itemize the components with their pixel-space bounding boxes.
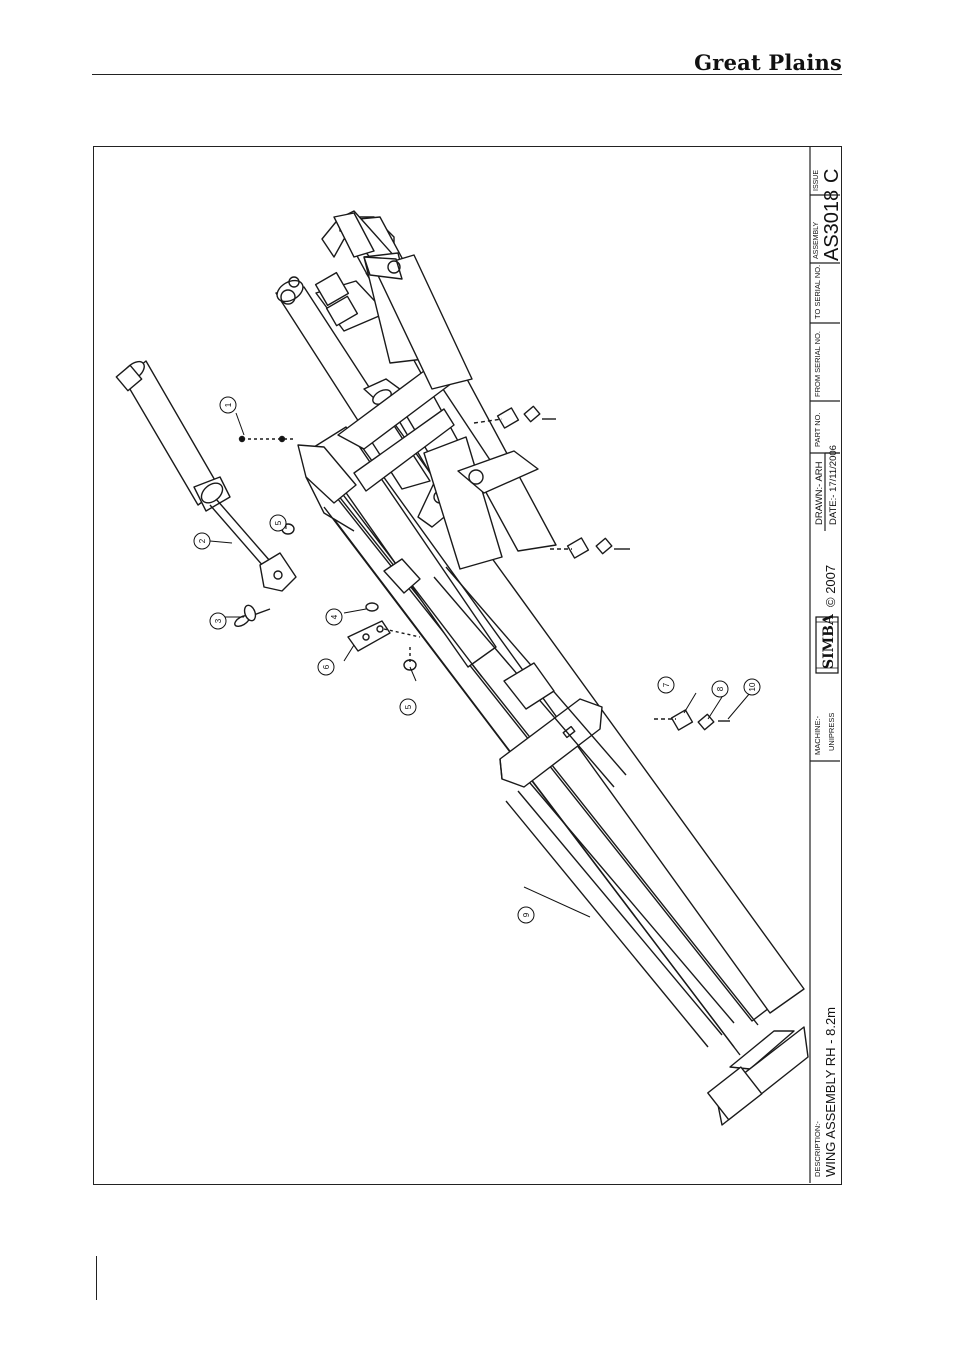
machine-value: UNIPRESS (827, 713, 836, 751)
balloon-9: 9 (518, 907, 534, 923)
balloon-10: 10 (744, 679, 760, 695)
drawn-by: DRAWN:- ARH (814, 461, 825, 525)
from-serial-label: FROM SERIAL NO. (813, 331, 822, 397)
drawing-canvas: DESCRIPTION:- WING ASSEMBLY RH - 8.2m MA… (94, 147, 840, 1183)
assembly-label: ASSEMBLY (813, 221, 820, 259)
svg-text:9: 9 (522, 912, 531, 917)
brand-logo-text: Great Plains (694, 50, 842, 75)
issue-label: ISSUE (813, 170, 820, 191)
svg-text:5: 5 (274, 520, 283, 525)
drawing-date: DATE:- 17/11/2006 (828, 445, 839, 525)
balloon-5a: 5 (270, 515, 286, 531)
balloon-6: 6 (318, 659, 334, 675)
part-no-label: PART NO. (813, 412, 822, 447)
svg-text:8: 8 (716, 686, 725, 691)
description-value: WING ASSEMBLY RH - 8.2m (823, 1007, 838, 1177)
machine-label: MACHINE:- (813, 715, 822, 755)
balloon-2: 2 (194, 533, 210, 549)
svg-text:4: 4 (330, 614, 339, 619)
copyright: © 2007 (823, 565, 838, 607)
svg-text:3: 3 (214, 618, 223, 623)
balloon-3: 3 (210, 613, 226, 629)
assembly-number: AS3018 (821, 190, 840, 261)
balloon-8: 8 (712, 681, 728, 697)
description-label: DESCRIPTION:- (813, 1121, 822, 1177)
clamp-set-lower (654, 710, 730, 730)
svg-text:2: 2 (198, 538, 207, 543)
issue-value: C (821, 169, 840, 183)
simba-logo: SIMBA (816, 613, 838, 673)
footer-rule (96, 1256, 97, 1300)
svg-text:6: 6 (322, 664, 331, 669)
svg-text:1: 1 (224, 402, 233, 407)
balloon-4: 4 (326, 609, 342, 625)
wing-frame-illustration (116, 211, 808, 1125)
clamp-set-middle (550, 538, 630, 558)
parts-drawing: DESCRIPTION:- WING ASSEMBLY RH - 8.2m MA… (93, 146, 842, 1185)
svg-text:7: 7 (662, 682, 671, 687)
balloon-5b: 5 (400, 699, 416, 715)
svg-text:5: 5 (404, 704, 413, 709)
svg-text:10: 10 (748, 682, 757, 691)
balloon-7: 7 (658, 677, 674, 693)
simba-logo-text: SIMBA (821, 613, 837, 669)
to-serial-label: TO SERIAL NO. (813, 265, 822, 319)
balloon-1: 1 (220, 397, 236, 413)
